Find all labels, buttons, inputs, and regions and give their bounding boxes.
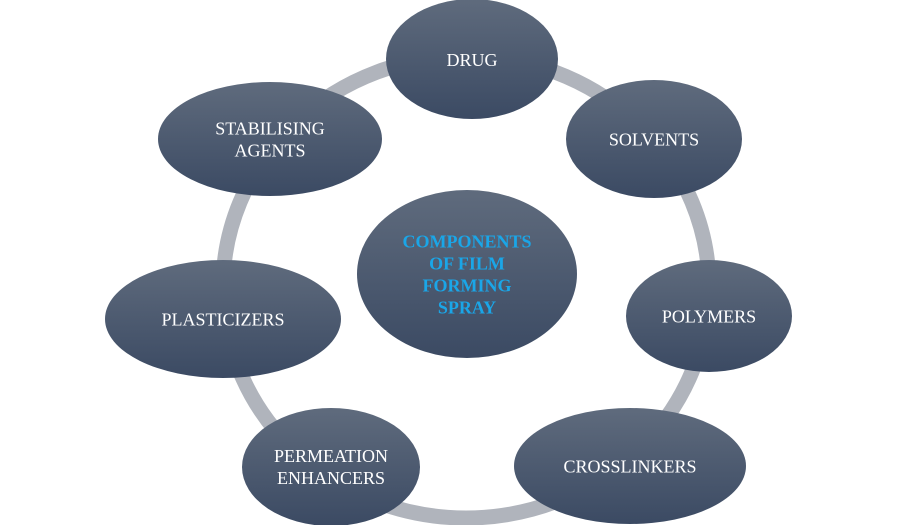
node-ellipse [105, 260, 341, 378]
center-label-line: SPRAY [438, 297, 496, 317]
center-label-line: COMPONENTS [402, 231, 531, 251]
node-ellipse [386, 0, 558, 119]
center-ellipse [357, 190, 577, 358]
node-label: SOLVENTS [609, 129, 699, 149]
node-ellipse [514, 408, 746, 524]
node-solvents: SOLVENTS [566, 80, 742, 198]
node-ellipse [242, 408, 420, 525]
node-crosslinkers: CROSSLINKERS [514, 408, 746, 524]
node-plasticizers: PLASTICIZERS [105, 260, 341, 378]
center-label-line: OF FILM [429, 253, 505, 273]
node-label: DRUG [446, 50, 497, 70]
center-label-line: FORMING [423, 275, 512, 295]
node-label: PLASTICIZERS [161, 309, 284, 329]
node-label: STABILISING [215, 118, 325, 138]
node-drug: DRUG [386, 0, 558, 119]
node-label: ENHANCERS [277, 468, 385, 488]
node-label: AGENTS [235, 140, 306, 160]
node-label: POLYMERS [662, 306, 756, 326]
node-ellipse [626, 260, 792, 372]
node-ellipse [566, 80, 742, 198]
node-label: CROSSLINKERS [563, 456, 696, 476]
node-ellipse [158, 82, 382, 196]
node-polymers: POLYMERS [626, 260, 792, 372]
node-label: PERMEATION [274, 446, 388, 466]
